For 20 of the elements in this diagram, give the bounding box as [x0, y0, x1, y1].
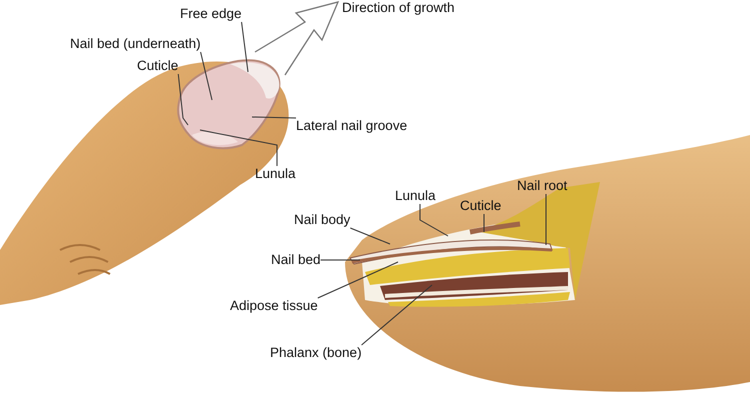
- leader-line: [317, 262, 398, 298]
- part-label: Free edge: [180, 6, 242, 22]
- leader-line: [350, 228, 390, 244]
- part-label: Nail bed: [271, 252, 321, 268]
- leader-line: [361, 284, 432, 346]
- part-label: Phalanx (bone): [270, 345, 362, 361]
- leader-line: [178, 74, 188, 126]
- part-label: Nail body: [294, 212, 350, 228]
- part-label: Cuticle: [137, 58, 178, 74]
- part-label: Lunula: [395, 188, 436, 204]
- part-label: Adipose tissue: [230, 298, 318, 314]
- part-label: Nail root: [517, 178, 568, 194]
- leader-line: [200, 130, 278, 166]
- leader-line: [420, 204, 448, 236]
- leader-line: [241, 22, 248, 72]
- annotation-text: Direction of growth: [342, 0, 455, 16]
- part-label: Cuticle: [460, 198, 502, 214]
- part-label: Lunula: [255, 166, 296, 182]
- part-label: Nail bed (underneath): [70, 36, 201, 52]
- part-label: Lateral nail groove: [296, 118, 408, 134]
